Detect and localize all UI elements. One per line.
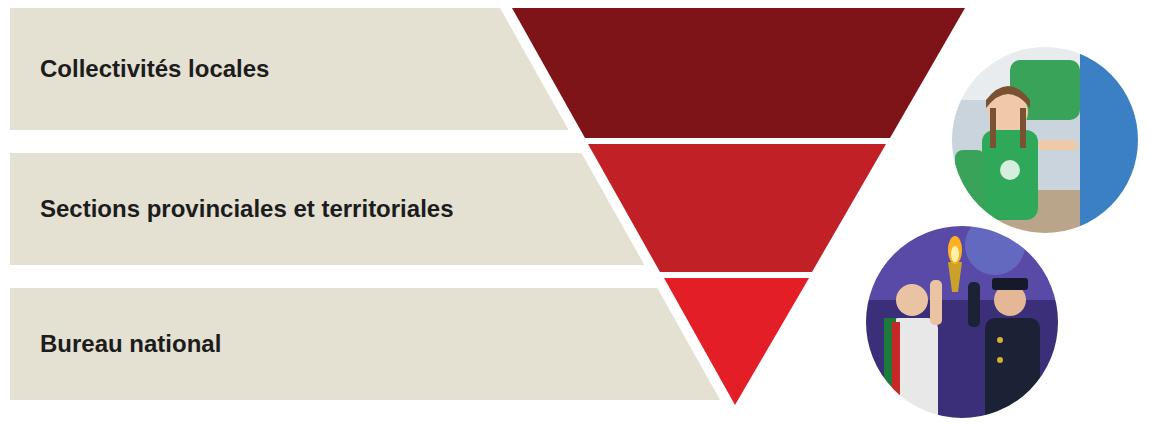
band-fill [10,153,644,265]
band-fill [10,288,720,400]
photo-torch [860,215,1070,426]
band-label: Bureau national [40,330,221,358]
photo-frame [864,224,1060,420]
photo-frame [950,45,1140,235]
band-label-wrap: Sections provinciales et territoriales [10,153,644,265]
band-label-wrap: Collectivités locales [10,8,569,130]
photo-child [940,40,1150,240]
triangle-top-band [512,8,965,138]
band-fill [10,8,569,130]
band-label: Collectivités locales [40,55,269,83]
level-band: Bureau national [10,288,720,400]
level-band: Sections provinciales et territoriales [10,153,644,265]
band-label: Sections provinciales et territoriales [40,195,454,223]
level-band: Collectivités locales [10,8,569,130]
band-label-wrap: Bureau national [10,288,720,400]
